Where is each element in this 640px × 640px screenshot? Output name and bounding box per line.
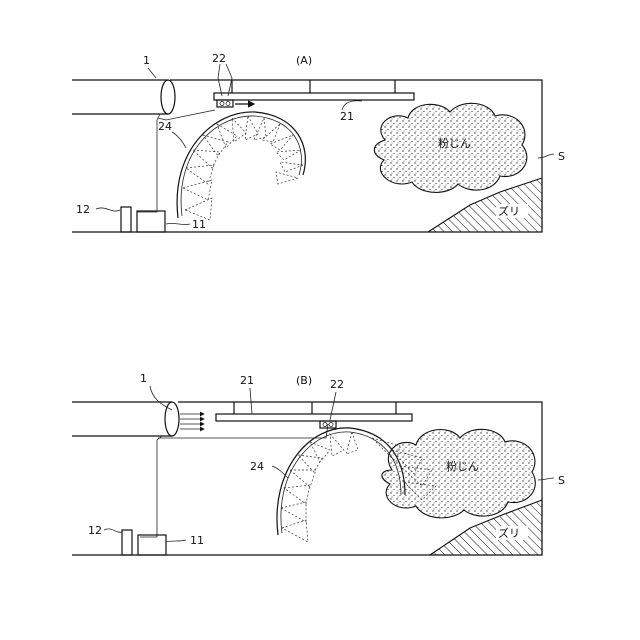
slope-label-a: ズリ	[498, 204, 520, 218]
rail-b	[216, 414, 412, 421]
pipe-b	[72, 402, 172, 436]
label-21-b: 21	[240, 374, 254, 387]
label-11-b: 11	[190, 534, 204, 547]
pipe-end-a	[161, 80, 175, 114]
rail-a	[214, 93, 414, 100]
panel-a-title: (A)	[296, 54, 312, 67]
hose-b	[140, 424, 328, 537]
label-1-b: 1	[140, 372, 147, 385]
dust-label-a: 粉じん	[438, 137, 471, 150]
panel-a: (A)	[72, 52, 565, 232]
label-22-a: 22	[212, 52, 226, 65]
dust-cloud-b	[382, 429, 535, 518]
nozzle-unit-a	[217, 100, 233, 107]
label-s-a: S	[558, 150, 565, 163]
label-22-b: 22	[330, 378, 344, 391]
spray-cones-a	[183, 116, 303, 220]
label-21-a: 21	[340, 110, 354, 123]
label-24-b: 24	[250, 460, 264, 473]
air-arrows-b	[180, 414, 204, 429]
label-12-b: 12	[88, 524, 102, 537]
part-12-b	[122, 530, 132, 555]
part-11-b	[138, 535, 166, 555]
hose-a	[137, 110, 215, 212]
label-11-a: 11	[192, 218, 206, 231]
label-1-a: 1	[143, 54, 150, 67]
part-11-a	[137, 211, 165, 232]
slope-label-b: ズリ	[498, 526, 520, 540]
label-12-a: 12	[76, 203, 90, 216]
label-s-b: S	[558, 474, 565, 487]
panel-b: (B)	[72, 372, 565, 555]
dust-label-b: 粉じん	[446, 460, 479, 473]
label-24-a: 24	[158, 120, 172, 133]
pipe-a	[72, 80, 168, 114]
panel-b-title: (B)	[296, 374, 312, 387]
part-12-a	[121, 207, 131, 232]
